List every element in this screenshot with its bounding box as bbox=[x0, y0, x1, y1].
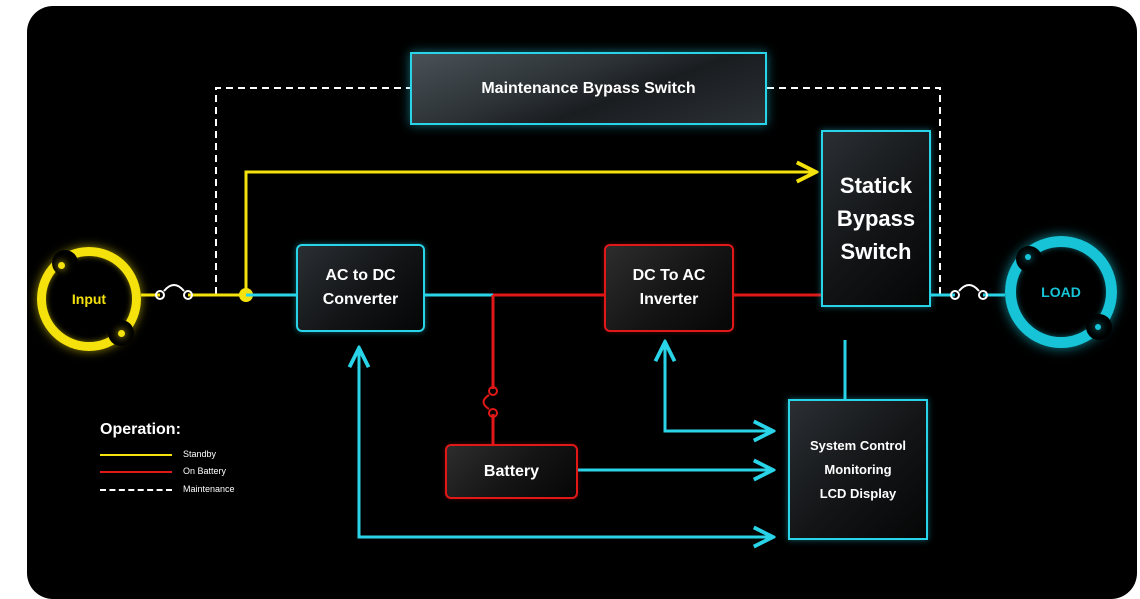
input-ring-notch bbox=[52, 250, 78, 276]
legend-maintenance-label: Maintenance bbox=[183, 484, 235, 494]
static-bypass-label: Statick Bypass Switch bbox=[836, 173, 916, 264]
input-ring-glow-dot-lower bbox=[118, 330, 125, 337]
legend-standby-label: Standby bbox=[183, 449, 217, 459]
rectifier-block: AC to DC Converter bbox=[296, 244, 425, 332]
battery-label: Battery bbox=[483, 462, 540, 480]
input-label: Input bbox=[71, 291, 107, 307]
rectifier-label: AC to DC Converter bbox=[322, 267, 399, 308]
legend-title: Operation: bbox=[100, 421, 181, 438]
legend-on-battery-label: On Battery bbox=[183, 466, 227, 476]
input-terminal: Input bbox=[37, 247, 141, 351]
inverter-label: DC To AC Inverter bbox=[632, 267, 706, 308]
load-ring-glow-dot-lower bbox=[1095, 324, 1101, 330]
system-control-block: System Control Monitoring LCD Display bbox=[788, 399, 928, 540]
input-ring-glow-dot bbox=[58, 262, 65, 269]
system-control-label: System Control Monitoring LCD Display bbox=[809, 437, 907, 501]
legend-on-battery-swatch bbox=[100, 471, 172, 473]
load-ring-glow-dot bbox=[1025, 254, 1031, 260]
battery-block: Battery bbox=[445, 444, 578, 499]
load-terminal: LOAD bbox=[1005, 236, 1117, 348]
legend: Operation: Standby On Battery Maintenanc… bbox=[100, 421, 280, 501]
load-label: LOAD bbox=[1041, 284, 1081, 300]
inverter-block: DC To AC Inverter bbox=[604, 244, 734, 332]
maintenance-bypass-label: Maintenance Bypass Switch bbox=[481, 79, 696, 97]
static-bypass-switch: Statick Bypass Switch bbox=[821, 130, 931, 307]
maintenance-bypass-switch: Maintenance Bypass Switch bbox=[410, 52, 767, 125]
legend-standby-swatch bbox=[100, 454, 172, 456]
legend-maintenance-swatch bbox=[100, 489, 172, 491]
